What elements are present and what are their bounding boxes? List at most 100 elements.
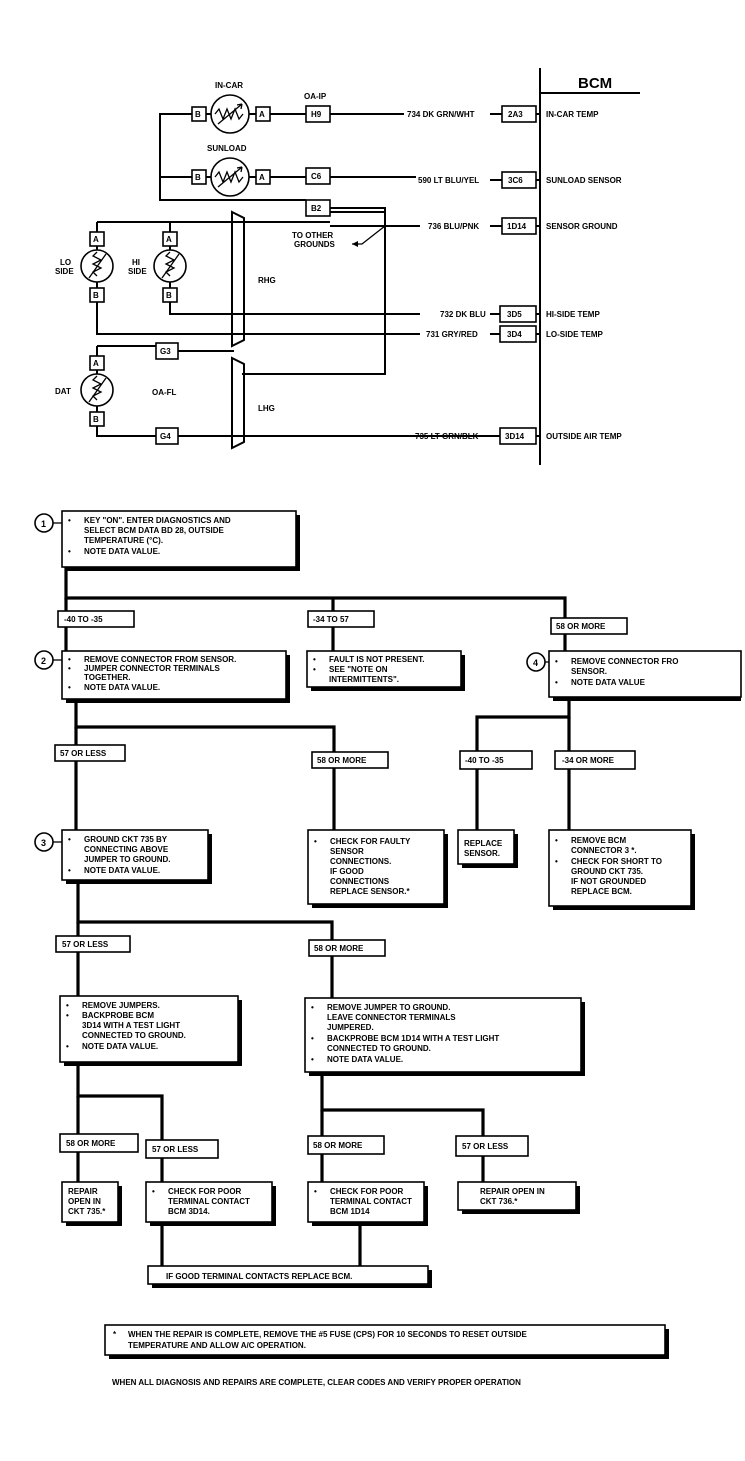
svg-text:1D14: 1D14 [507, 222, 527, 231]
svg-text:NOTE DATA VALUE.: NOTE DATA VALUE. [84, 547, 160, 556]
check-terminal-1d14-box [307, 1181, 425, 1223]
svg-text:•: • [555, 678, 558, 687]
rhg-label: RHG [258, 276, 276, 285]
hi-side-sensor: A B HI SIDE [128, 231, 187, 303]
result-57-or-less-a [54, 744, 126, 762]
svg-text:A: A [93, 235, 99, 244]
svg-text:58 OR MORE: 58 OR MORE [556, 622, 606, 631]
svg-text:•: • [314, 837, 317, 846]
svg-text:58 OR MORE: 58 OR MORE [66, 1139, 116, 1148]
svg-text:A: A [259, 173, 265, 182]
svg-text:SENSOR.: SENSOR. [571, 667, 607, 676]
dat-label: DAT [55, 387, 71, 396]
svg-text:CKT 736.*: CKT 736.* [480, 1197, 518, 1206]
result-neg34-to-57 [307, 610, 375, 628]
rhg-connector [231, 210, 245, 348]
svg-text:590 LT BLU/YEL: 590 LT BLU/YEL [418, 176, 479, 185]
svg-text:•: • [555, 657, 558, 666]
svg-text:C6: C6 [311, 172, 322, 181]
svg-text:1: 1 [41, 519, 46, 529]
svg-text:IF NOT GROUNDED: IF NOT GROUNDED [571, 877, 646, 886]
svg-text:BACKPROBE BCM: BACKPROBE BCM [82, 1011, 154, 1020]
svg-text:IN-CAR TEMP: IN-CAR TEMP [546, 110, 599, 119]
svg-text:JUMPERED.: JUMPERED. [327, 1023, 374, 1032]
svg-text:REPAIR: REPAIR [68, 1187, 98, 1196]
repair-open-ckt736-box [457, 1181, 577, 1211]
svg-text:NOTE DATA VALUE.: NOTE DATA VALUE. [84, 866, 160, 875]
svg-text:4: 4 [533, 658, 538, 668]
lhg-label: LHG [258, 404, 275, 413]
svg-text:•: • [313, 655, 316, 664]
remove-jumper-to-ground-box [304, 997, 582, 1073]
svg-text:•: • [68, 655, 71, 664]
step-1-box [61, 510, 297, 568]
svg-text:•: • [311, 1055, 314, 1064]
svg-text:TEMPERATURE AND ALLOW A/C OPER: TEMPERATURE AND ALLOW A/C OPERATION. [128, 1341, 306, 1350]
svg-text:3D4: 3D4 [507, 330, 522, 339]
bcm-wire-2a3: 734 DK GRN/WHT 2A3 IN-CAR TEMP [407, 105, 599, 123]
result-neg40-to-neg35-b [459, 750, 533, 770]
svg-text:•: • [555, 836, 558, 845]
svg-text:REPLACE BCM.: REPLACE BCM. [571, 887, 632, 896]
svg-text:REMOVE JUMPERS.: REMOVE JUMPERS. [82, 1001, 160, 1010]
svg-text:TEMPERATURE (°C).: TEMPERATURE (°C). [84, 536, 163, 545]
svg-text:731 GRY/RED: 731 GRY/RED [426, 330, 478, 339]
result-58-or-more-c [308, 939, 386, 957]
svg-text:CHECK FOR SHORT TO: CHECK FOR SHORT TO [571, 857, 662, 866]
svg-text:58 OR MORE: 58 OR MORE [313, 1141, 363, 1150]
fault-not-present-box [306, 650, 462, 688]
svg-text:IF GOOD TERMINAL CONTACTS REPL: IF GOOD TERMINAL CONTACTS REPLACE BCM. [166, 1272, 352, 1281]
svg-text:REPAIR OPEN IN: REPAIR OPEN IN [480, 1187, 545, 1196]
svg-text:TERMINAL CONTACT: TERMINAL CONTACT [168, 1197, 250, 1206]
svg-text:3C6: 3C6 [508, 176, 523, 185]
wiring-schematic: BCM IN-CAR B A OA-IP H9 C6 B2 SUNLOAD [55, 68, 640, 465]
bcm-wire-3c6: 590 LT BLU/YEL 3C6 SUNLOAD SENSOR [418, 171, 622, 189]
svg-text:•: • [68, 683, 71, 692]
svg-text:B2: B2 [311, 204, 322, 213]
in-car-pin-a: A [259, 110, 265, 119]
step-3-box [61, 829, 209, 881]
lo-side-label-2: SIDE [55, 267, 74, 276]
svg-text:57 OR LESS: 57 OR LESS [462, 1142, 509, 1151]
svg-text:REPLACE SENSOR.*: REPLACE SENSOR.* [330, 887, 410, 896]
svg-text:B: B [93, 415, 99, 424]
svg-text:•: • [311, 1034, 314, 1043]
result-58-or-more-a [550, 617, 628, 635]
to-other-grounds-arrow [352, 225, 386, 245]
svg-text:•: • [555, 857, 558, 866]
lhg-connector [231, 356, 245, 450]
svg-text:REMOVE CONNECTOR FRO: REMOVE CONNECTOR FRO [571, 657, 678, 666]
sunload-sensor: SUNLOAD B A [191, 144, 306, 197]
bcm-wire-1d14: 736 BLU/PNK 1D14 SENSOR GROUND [428, 217, 618, 235]
svg-text:735 LT GRN/BLK: 735 LT GRN/BLK [415, 432, 479, 441]
bcm-title: BCM [578, 75, 612, 92]
svg-text:3D14: 3D14 [505, 432, 525, 441]
bcm-wire-3d5: 732 DK BLU 3D5 HI-SIDE TEMP [440, 305, 600, 323]
footnote-box [104, 1324, 666, 1356]
svg-text:A: A [166, 235, 172, 244]
hi-side-label-2: SIDE [128, 267, 147, 276]
svg-text:•: • [311, 1003, 314, 1012]
bcm-wire-3d14: 735 LT GRN/BLK 3D14 OUTSIDE AIR TEMP [415, 427, 622, 445]
result-57-or-less-b [55, 935, 131, 953]
svg-text:•: • [68, 547, 71, 556]
svg-text:•: • [313, 665, 316, 674]
oa-fl-label: OA-FL [152, 388, 177, 397]
svg-text:LO-SIDE TEMP: LO-SIDE TEMP [546, 330, 604, 339]
to-other-grounds-line1: TO OTHER [292, 231, 333, 240]
in-car-pin-b: B [195, 110, 201, 119]
svg-text:CONNECTOR 3 *.: CONNECTOR 3 *. [571, 846, 637, 855]
svg-text:NOTE DATA VALUE.: NOTE DATA VALUE. [82, 1042, 158, 1051]
step-4-box [548, 650, 742, 698]
svg-text:-34 TO 57: -34 TO 57 [313, 615, 349, 624]
svg-text:B: B [93, 291, 99, 300]
sensor-ground-bus [159, 113, 306, 201]
svg-text:KEY "ON". ENTER DIAGNOSTICS: KEY "ON". ENTER DIAGNOSTICS AND [84, 516, 231, 525]
svg-text:GROUND CKT 735.: GROUND CKT 735. [571, 867, 643, 876]
svg-text:57 OR LESS: 57 OR LESS [62, 940, 109, 949]
svg-text:•: • [66, 1042, 69, 1051]
svg-text:•: • [66, 1011, 69, 1020]
svg-text:2: 2 [41, 656, 46, 666]
svg-text:B: B [195, 173, 201, 182]
